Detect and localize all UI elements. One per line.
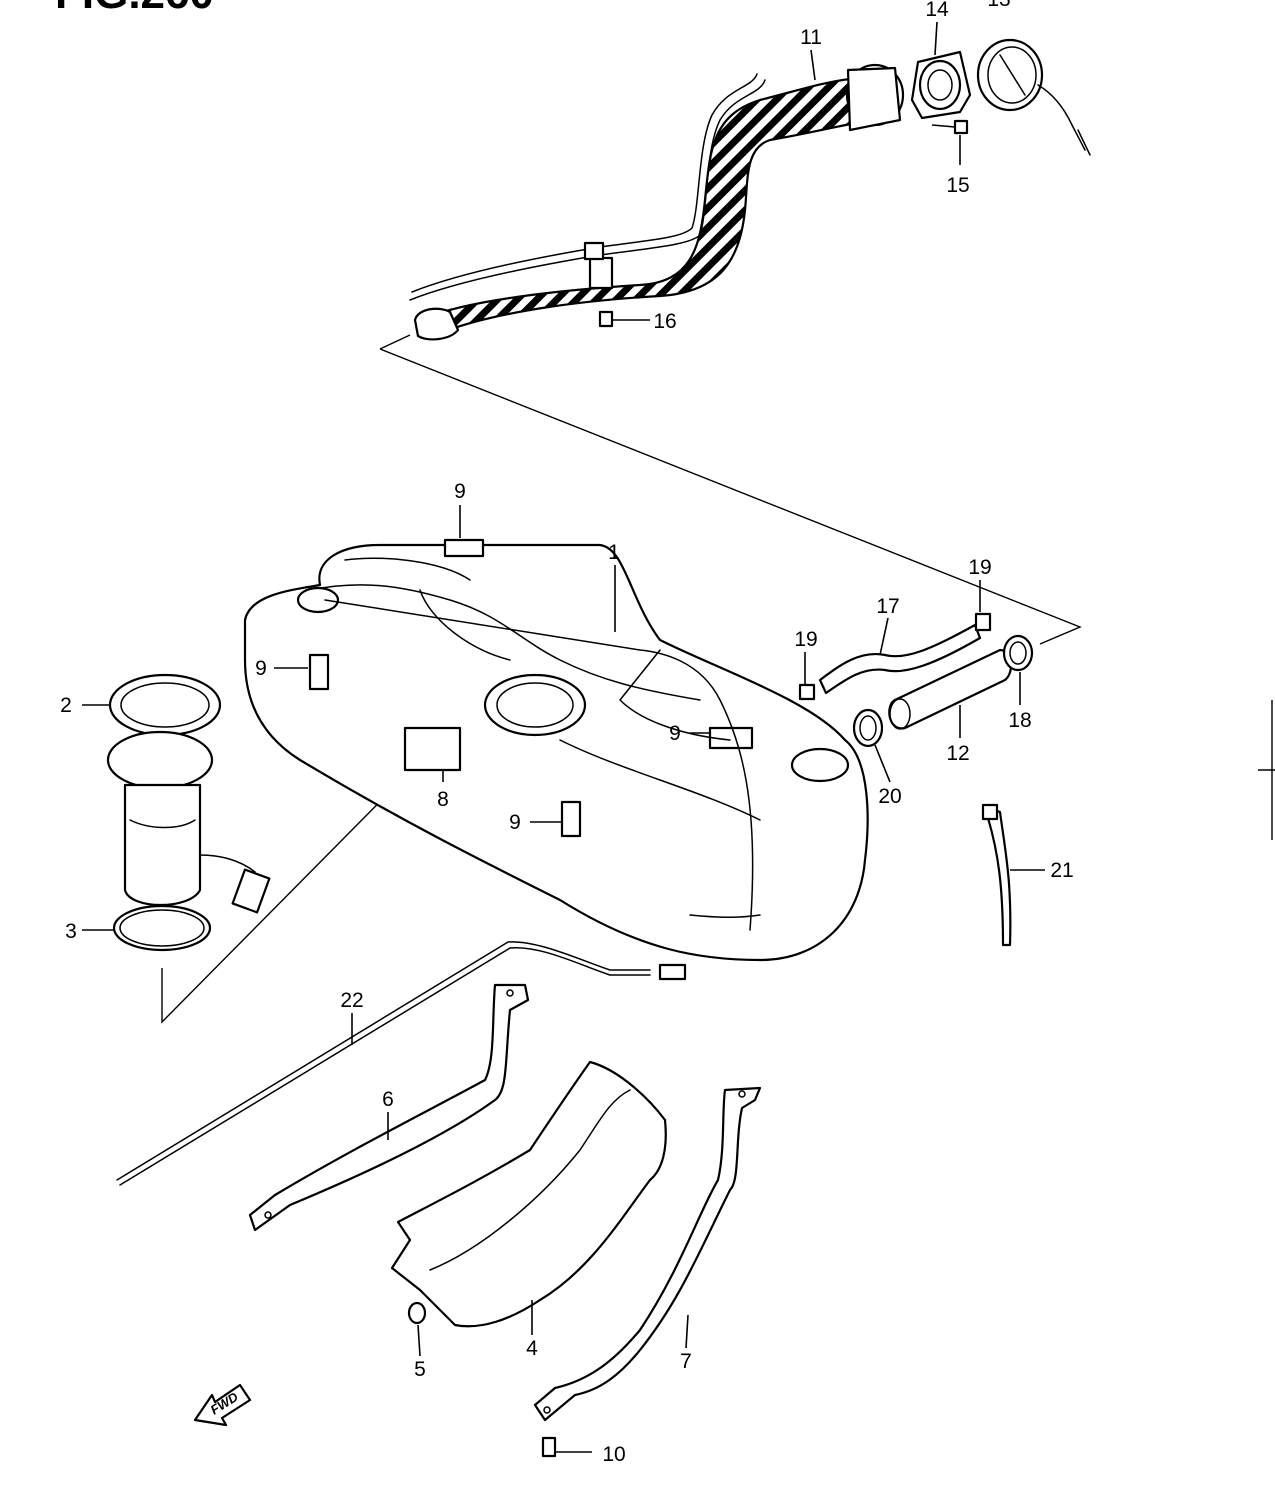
part-label-18: 18 xyxy=(1008,709,1031,732)
clamp-18-part xyxy=(1002,634,1034,672)
part-label-5: 5 xyxy=(414,1358,426,1381)
part-label-12: 12 xyxy=(946,742,969,765)
figure-title: FIG.260 xyxy=(55,0,214,18)
strap-7-part xyxy=(533,1086,762,1422)
part-label-17: 17 xyxy=(876,595,899,618)
part-label-7: 7 xyxy=(680,1350,692,1373)
part-label-9-right: 9 xyxy=(669,722,681,745)
fuel-pump-part xyxy=(106,730,271,952)
part-label-20: 20 xyxy=(878,785,901,808)
part-label-16: 16 xyxy=(653,310,676,333)
leader-lines xyxy=(82,21,1045,1357)
filler-neck-part xyxy=(409,63,905,341)
wire-tie-21-part xyxy=(981,803,1012,947)
part-label-1: 1 xyxy=(608,541,620,564)
part-label-9-top: 9 xyxy=(454,480,466,503)
part-label-15: 15 xyxy=(946,174,969,197)
group-bracket-tick xyxy=(379,334,411,350)
part-label-10: 10 xyxy=(602,1443,625,1466)
part-label-19-right: 19 xyxy=(968,556,991,579)
part-label-22: 22 xyxy=(340,989,363,1012)
clamp-20-part xyxy=(852,708,884,748)
part-label-9-left: 9 xyxy=(255,657,267,680)
group-bracket-line xyxy=(379,348,1082,645)
screw-15-part xyxy=(931,119,969,165)
part-label-11: 11 xyxy=(800,26,822,49)
bolt-16-part xyxy=(598,310,650,328)
part-label-21: 21 xyxy=(1050,859,1073,882)
clip-19-part xyxy=(798,612,992,701)
fuel-cap-part xyxy=(976,38,1091,156)
strap-6-part xyxy=(248,983,530,1232)
lock-ring-part xyxy=(108,673,222,737)
part-label-9-front: 9 xyxy=(509,811,521,834)
part-label-13: 13 xyxy=(987,0,1010,11)
part-label-6: 6 xyxy=(382,1088,394,1111)
grommet-5-part xyxy=(407,1301,427,1325)
fuel-pipe-22-part xyxy=(116,941,687,1186)
part-label-4: 4 xyxy=(526,1337,538,1360)
part-label-19-left: 19 xyxy=(794,628,817,651)
bolt-10-part xyxy=(541,1436,592,1458)
forward-direction-arrow: FWD xyxy=(193,1383,252,1427)
protector-4-part xyxy=(390,1060,667,1328)
part-label-2: 2 xyxy=(60,694,72,717)
part-label-3: 3 xyxy=(65,920,77,943)
fuel-tank-part xyxy=(243,538,869,962)
filler-housing-part xyxy=(910,50,972,120)
breather-hose-17-part xyxy=(818,623,982,695)
part-label-8: 8 xyxy=(437,788,449,811)
part-label-14: 14 xyxy=(925,0,949,21)
